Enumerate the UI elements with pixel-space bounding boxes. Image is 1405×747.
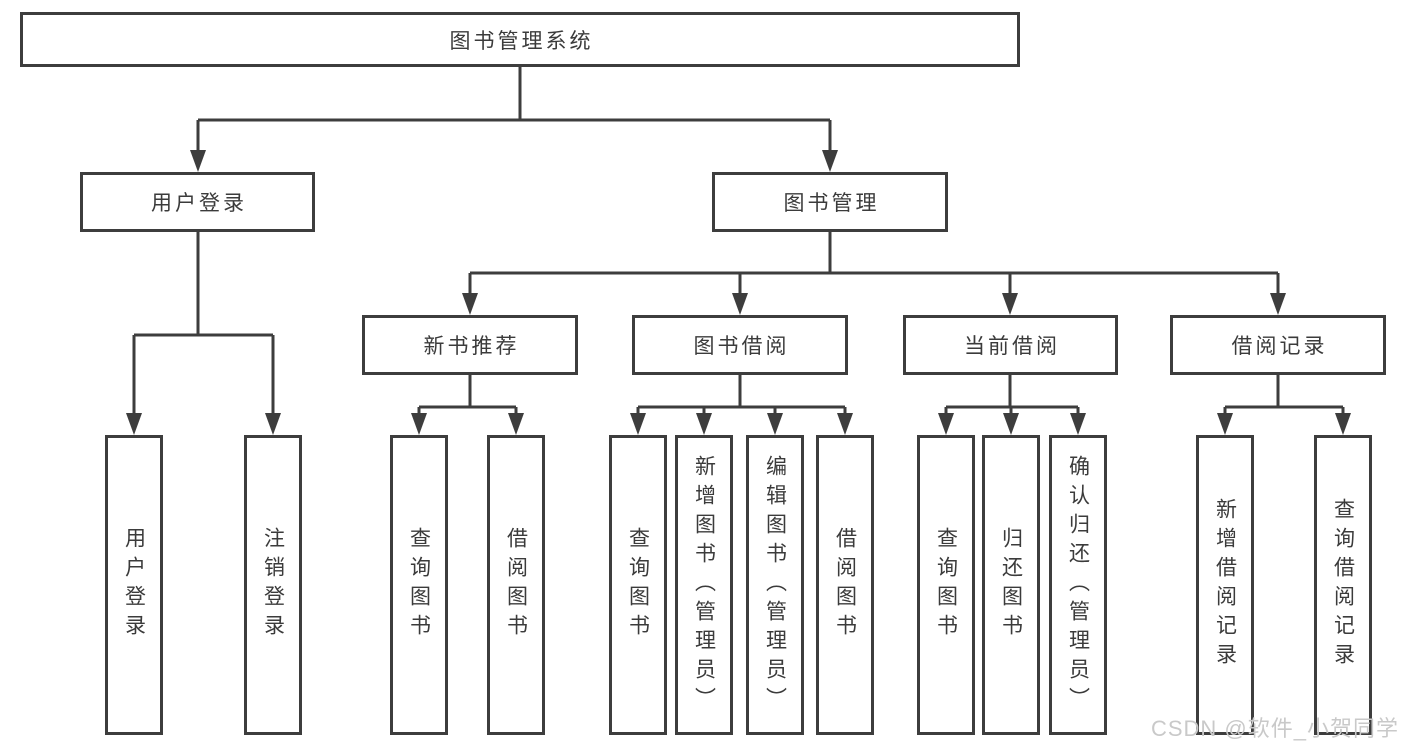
leaf-query-books-borrow: 查询图书 bbox=[609, 435, 667, 735]
leaf-edit-books-admin: 编辑图书（管理员） bbox=[746, 435, 804, 735]
leaf-confirm-return-admin: 确认归还（管理员） bbox=[1049, 435, 1107, 735]
leaf-borrow-books-label: 借阅图书 bbox=[833, 527, 857, 643]
node-borrow-records: 借阅记录 bbox=[1170, 315, 1386, 375]
connector-book-mgmt-to-level3 bbox=[468, 232, 1280, 296]
leaf-query-borrow-record: 查询借阅记录 bbox=[1314, 435, 1372, 735]
leaf-borrow-books: 借阅图书 bbox=[816, 435, 874, 735]
leaf-return-books-label: 归还图书 bbox=[999, 527, 1023, 643]
leaf-add-borrow-record: 新增借阅记录 bbox=[1196, 435, 1254, 735]
connector-user-login-to-leaves bbox=[132, 232, 275, 416]
connector-borrow-records-to-leaves bbox=[1223, 375, 1345, 416]
node-book-management: 图书管理 bbox=[712, 172, 948, 232]
node-current-borrow: 当前借阅 bbox=[903, 315, 1118, 375]
leaf-user-login: 用户登录 bbox=[105, 435, 163, 735]
node-borrow-records-label: 借阅记录 bbox=[1231, 335, 1328, 358]
leaf-return-books: 归还图书 bbox=[982, 435, 1040, 735]
leaf-borrow-books-recommend: 借阅图书 bbox=[487, 435, 545, 735]
leaf-query-books-borrow-label: 查询图书 bbox=[626, 527, 650, 643]
node-book-borrow-label: 图书借阅 bbox=[693, 335, 790, 358]
leaf-add-books-admin-label: 新增图书（管理员） bbox=[692, 454, 716, 716]
leaf-query-books-current-label: 查询图书 bbox=[934, 527, 958, 643]
connector-new-book-to-leaves bbox=[417, 375, 518, 416]
csdn-watermark: CSDN @软件_小贺同学 bbox=[1150, 716, 1399, 741]
node-root: 图书管理系统 bbox=[20, 12, 1020, 67]
node-root-label: 图书管理系统 bbox=[449, 29, 594, 53]
leaf-confirm-return-admin-label: 确认归还（管理员） bbox=[1066, 454, 1090, 716]
node-new-book-recommend-label: 新书推荐 bbox=[423, 335, 520, 358]
leaf-logout: 注销登录 bbox=[244, 435, 302, 735]
leaf-add-books-admin: 新增图书（管理员） bbox=[675, 435, 733, 735]
connector-root-to-level2 bbox=[196, 67, 832, 154]
node-current-borrow-label: 当前借阅 bbox=[964, 335, 1060, 358]
leaf-edit-books-admin-label: 编辑图书（管理员） bbox=[763, 454, 787, 716]
node-book-borrow: 图书借阅 bbox=[632, 315, 848, 375]
leaf-add-borrow-record-label: 新增借阅记录 bbox=[1213, 498, 1237, 672]
connector-current-borrow-to-leaves bbox=[944, 375, 1080, 416]
node-user-login: 用户登录 bbox=[80, 172, 315, 232]
node-user-login-label: 用户登录 bbox=[151, 192, 247, 215]
node-new-book-recommend: 新书推荐 bbox=[362, 315, 578, 375]
leaf-query-books-recommend: 查询图书 bbox=[390, 435, 448, 735]
leaf-query-books-recommend-label: 查询图书 bbox=[407, 527, 431, 643]
connector-book-borrow-to-leaves bbox=[636, 375, 847, 416]
leaf-query-books-current: 查询图书 bbox=[917, 435, 975, 735]
node-book-management-label: 图书管理 bbox=[783, 192, 880, 215]
leaf-query-borrow-record-label: 查询借阅记录 bbox=[1331, 498, 1355, 672]
leaf-borrow-books-recommend-label: 借阅图书 bbox=[504, 527, 528, 643]
leaf-user-login-label: 用户登录 bbox=[122, 527, 146, 643]
leaf-logout-label: 注销登录 bbox=[261, 527, 285, 643]
